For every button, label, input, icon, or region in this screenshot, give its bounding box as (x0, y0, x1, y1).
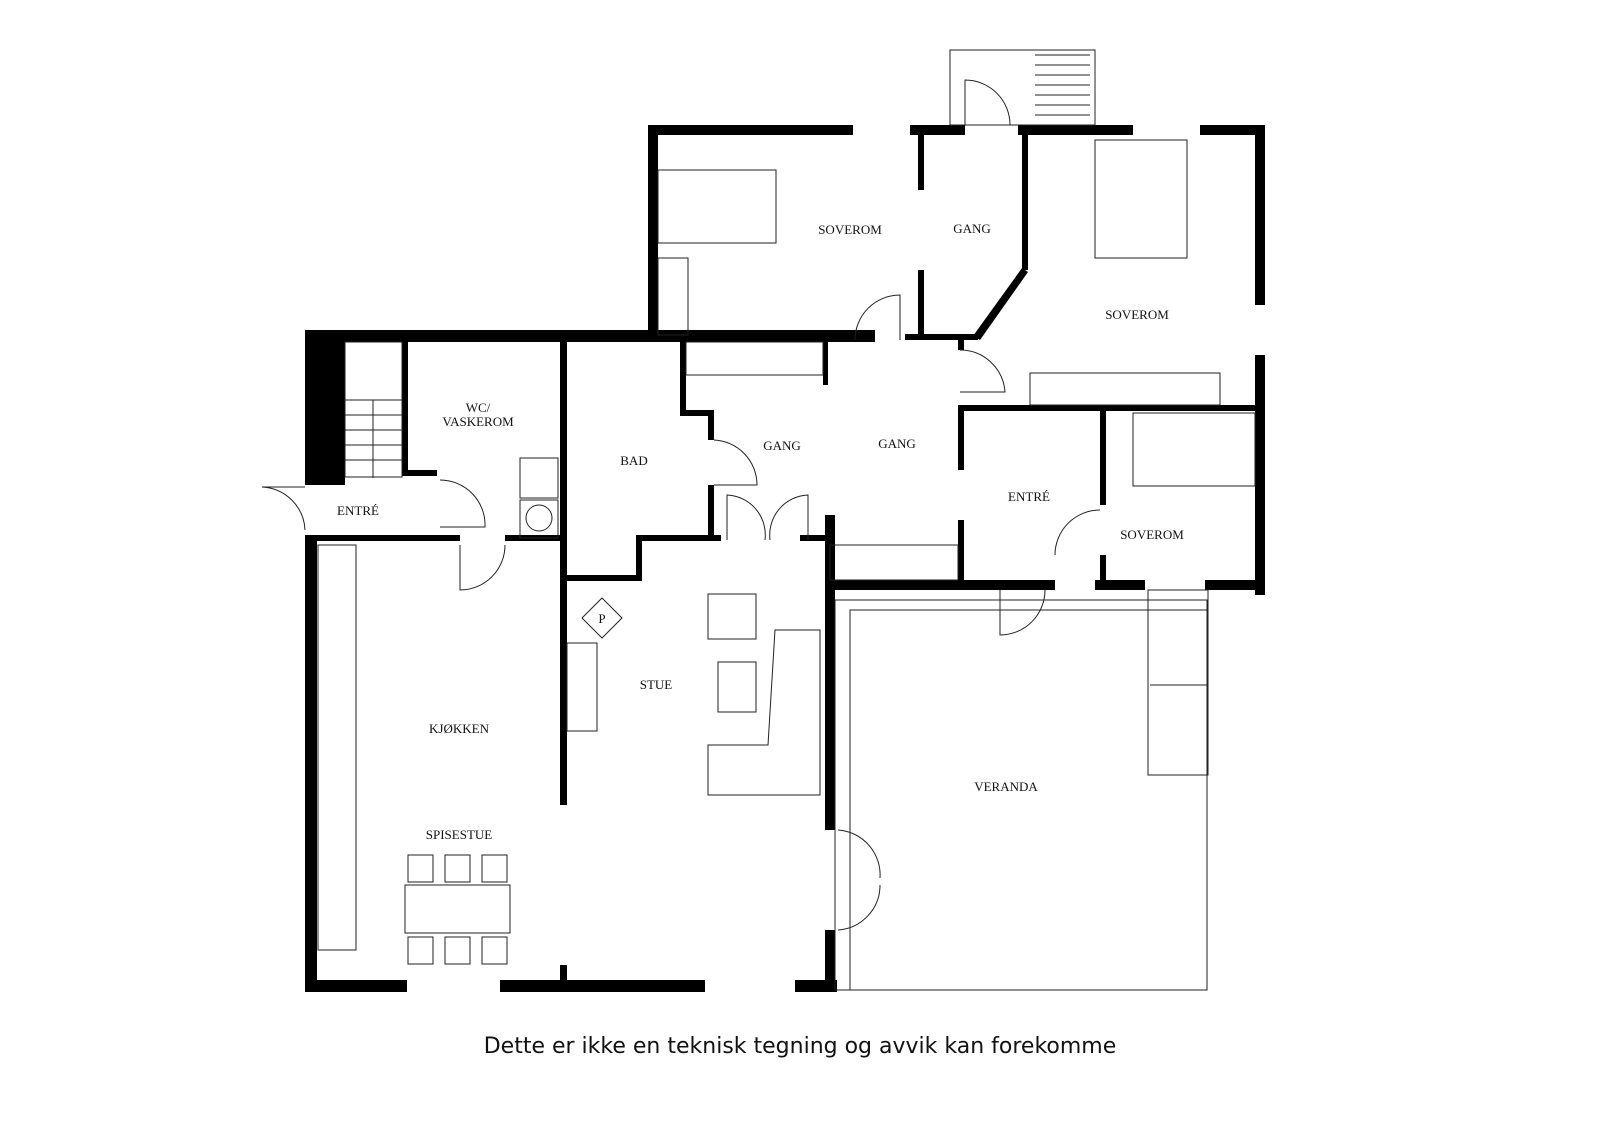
room-label-soverom: SOVEROM (1105, 307, 1169, 322)
thin-details (261, 49, 1256, 991)
room-label-stue: STUE (640, 677, 673, 692)
room-label-vaskerom: VASKEROM (442, 414, 514, 429)
room-label-soverom: SOVEROM (1120, 527, 1184, 542)
p-marker: P (598, 611, 605, 626)
room-labels: SOVEROM GANG SOVEROM WC/ VASKEROM BAD GA… (337, 221, 1184, 842)
room-label-kjokken: KJØKKEN (429, 721, 490, 736)
room-label-entre: ENTRÉ (337, 503, 379, 518)
disclaimer-caption: Dette er ikke en teknisk tegning og avvi… (483, 1034, 1117, 1059)
room-label-gang: GANG (763, 438, 801, 453)
room-label-gang: GANG (953, 221, 991, 236)
room-label-gang: GANG (878, 436, 916, 451)
room-label-bad: BAD (620, 453, 647, 468)
room-label-wc: WC/ (466, 400, 491, 415)
room-label-veranda: VERANDA (974, 779, 1038, 794)
room-label-spisestue: SPISESTUE (426, 827, 493, 842)
room-label-entre: ENTRÉ (1008, 489, 1050, 504)
walls (305, 125, 1265, 992)
room-label-soverom: SOVEROM (818, 222, 882, 237)
